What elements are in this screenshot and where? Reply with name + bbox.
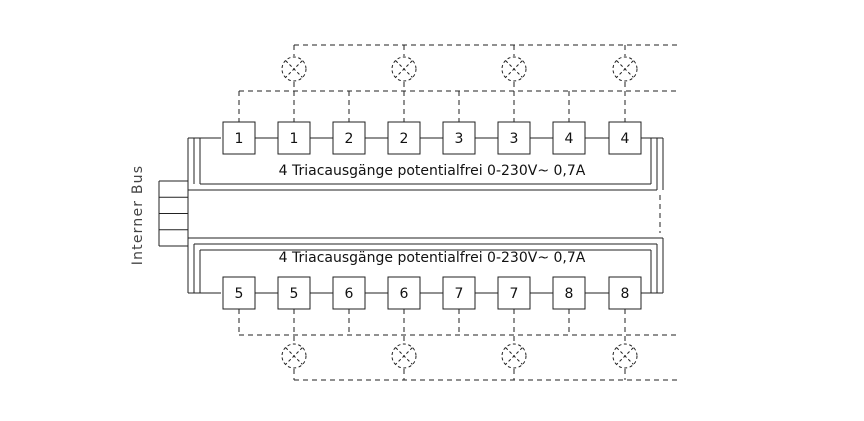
terminal-label: 7	[510, 286, 519, 302]
internal-bus-connector	[158, 180, 189, 247]
lamp-icon	[281, 56, 307, 82]
terminal-label: 2	[345, 131, 354, 147]
terminal-box	[608, 121, 642, 155]
lamp-icon	[501, 56, 527, 82]
terminal-label: 4	[621, 131, 630, 147]
terminal-box	[332, 121, 366, 155]
terminal-label: 4	[565, 131, 574, 147]
top-terminal-row: 1 1 2 2 3 3 4 4	[222, 121, 642, 155]
terminal-box	[387, 121, 421, 155]
terminal-label: 5	[235, 286, 244, 302]
terminal-box	[332, 276, 366, 310]
terminal-label: 1	[290, 131, 299, 147]
terminal-box	[277, 276, 311, 310]
bus-label: Interner Bus	[130, 165, 146, 265]
terminal-box	[552, 276, 586, 310]
terminal-label: 6	[400, 286, 409, 302]
bottom-terminal-row: 5 5 6 6 7 7 8 8	[222, 276, 642, 310]
terminal-box	[277, 121, 311, 155]
terminal-label: 6	[345, 286, 354, 302]
terminal-box	[608, 276, 642, 310]
lamp-icon	[391, 56, 417, 82]
lamp-icon	[391, 343, 417, 369]
terminal-label: 7	[455, 286, 464, 302]
top-module-caption: 4 Triacausgänge potentialfrei 0-230V~ 0,…	[279, 163, 586, 179]
lamp-icon	[281, 343, 307, 369]
terminal-box	[222, 121, 256, 155]
terminal-box	[552, 121, 586, 155]
terminal-label: 5	[290, 286, 299, 302]
terminal-box	[442, 276, 476, 310]
terminal-box	[497, 276, 531, 310]
terminal-label: 1	[235, 131, 244, 147]
bottom-module-caption: 4 Triacausgänge potentialfrei 0-230V~ 0,…	[279, 250, 586, 266]
wiring-lines	[187, 44, 680, 381]
terminal-box	[387, 276, 421, 310]
lamp-icon	[612, 343, 638, 369]
lamp-icon	[501, 343, 527, 369]
terminal-box	[442, 121, 476, 155]
lamp-symbols	[281, 56, 638, 369]
terminal-box	[497, 121, 531, 155]
terminal-label: 2	[400, 131, 409, 147]
terminal-label: 3	[455, 131, 464, 147]
terminal-label: 8	[565, 286, 574, 302]
terminal-label: 3	[510, 131, 519, 147]
lamp-icon	[612, 56, 638, 82]
terminal-label: 8	[621, 286, 630, 302]
terminal-box	[222, 276, 256, 310]
